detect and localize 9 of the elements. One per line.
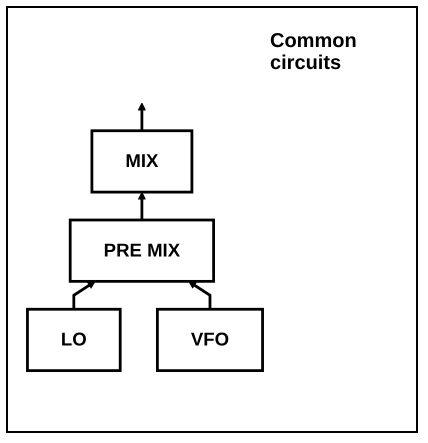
arrow (188, 281, 212, 310)
caption-text: Common circuits (270, 30, 358, 74)
node-box: LO (26, 308, 122, 372)
node-box: VFO (156, 308, 264, 372)
node-box: PRE MIX (68, 218, 215, 283)
arrow (138, 192, 146, 220)
arrow (138, 102, 146, 131)
node-box: MIX (90, 129, 194, 194)
arrow (72, 281, 96, 310)
